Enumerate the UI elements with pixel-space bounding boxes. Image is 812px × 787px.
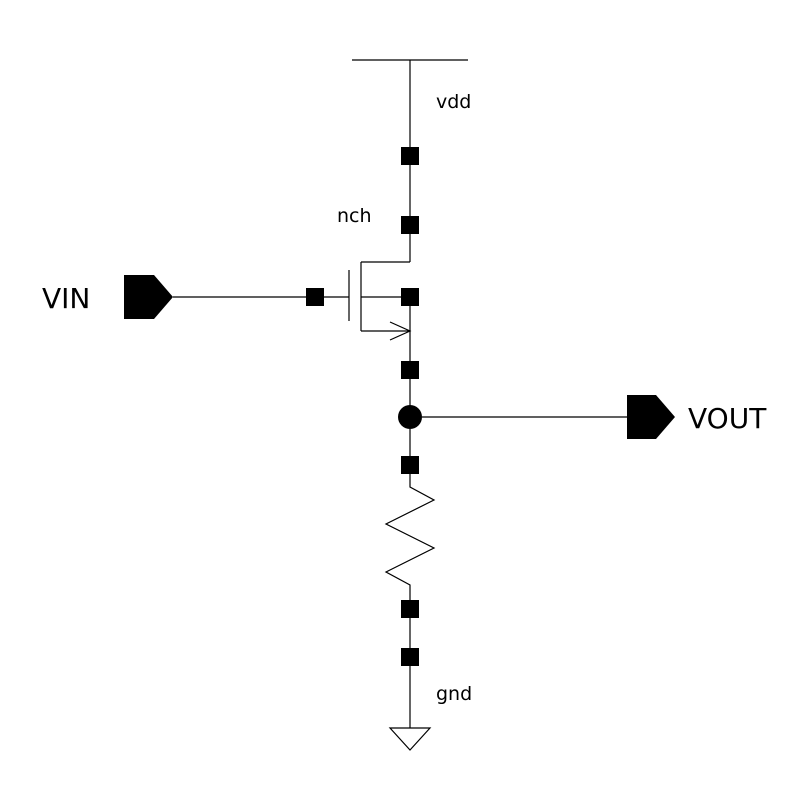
resistor-symbol [384,474,436,600]
vdd-supply-symbol [352,59,468,148]
transistor-label: nch [337,205,372,227]
vin-port[interactable] [124,275,173,319]
gate-pin[interactable] [306,288,324,306]
resistor-bottom-pin[interactable] [401,600,419,618]
resistor-top-pin[interactable] [401,456,419,474]
drain-pin[interactable] [401,216,419,234]
source-pin[interactable] [401,361,419,379]
vdd-pin[interactable] [401,147,419,165]
ground-symbol [388,666,432,751]
body-pin[interactable] [401,288,419,306]
ground-pin[interactable] [401,648,419,666]
vdd-label: vdd [436,91,471,113]
vin-label: VIN [42,282,90,315]
output-node[interactable] [398,405,422,429]
gnd-label: gnd [436,683,472,705]
vout-port[interactable] [627,395,675,439]
vout-label: VOUT [688,402,767,435]
nmos-transistor-symbol [324,234,412,361]
